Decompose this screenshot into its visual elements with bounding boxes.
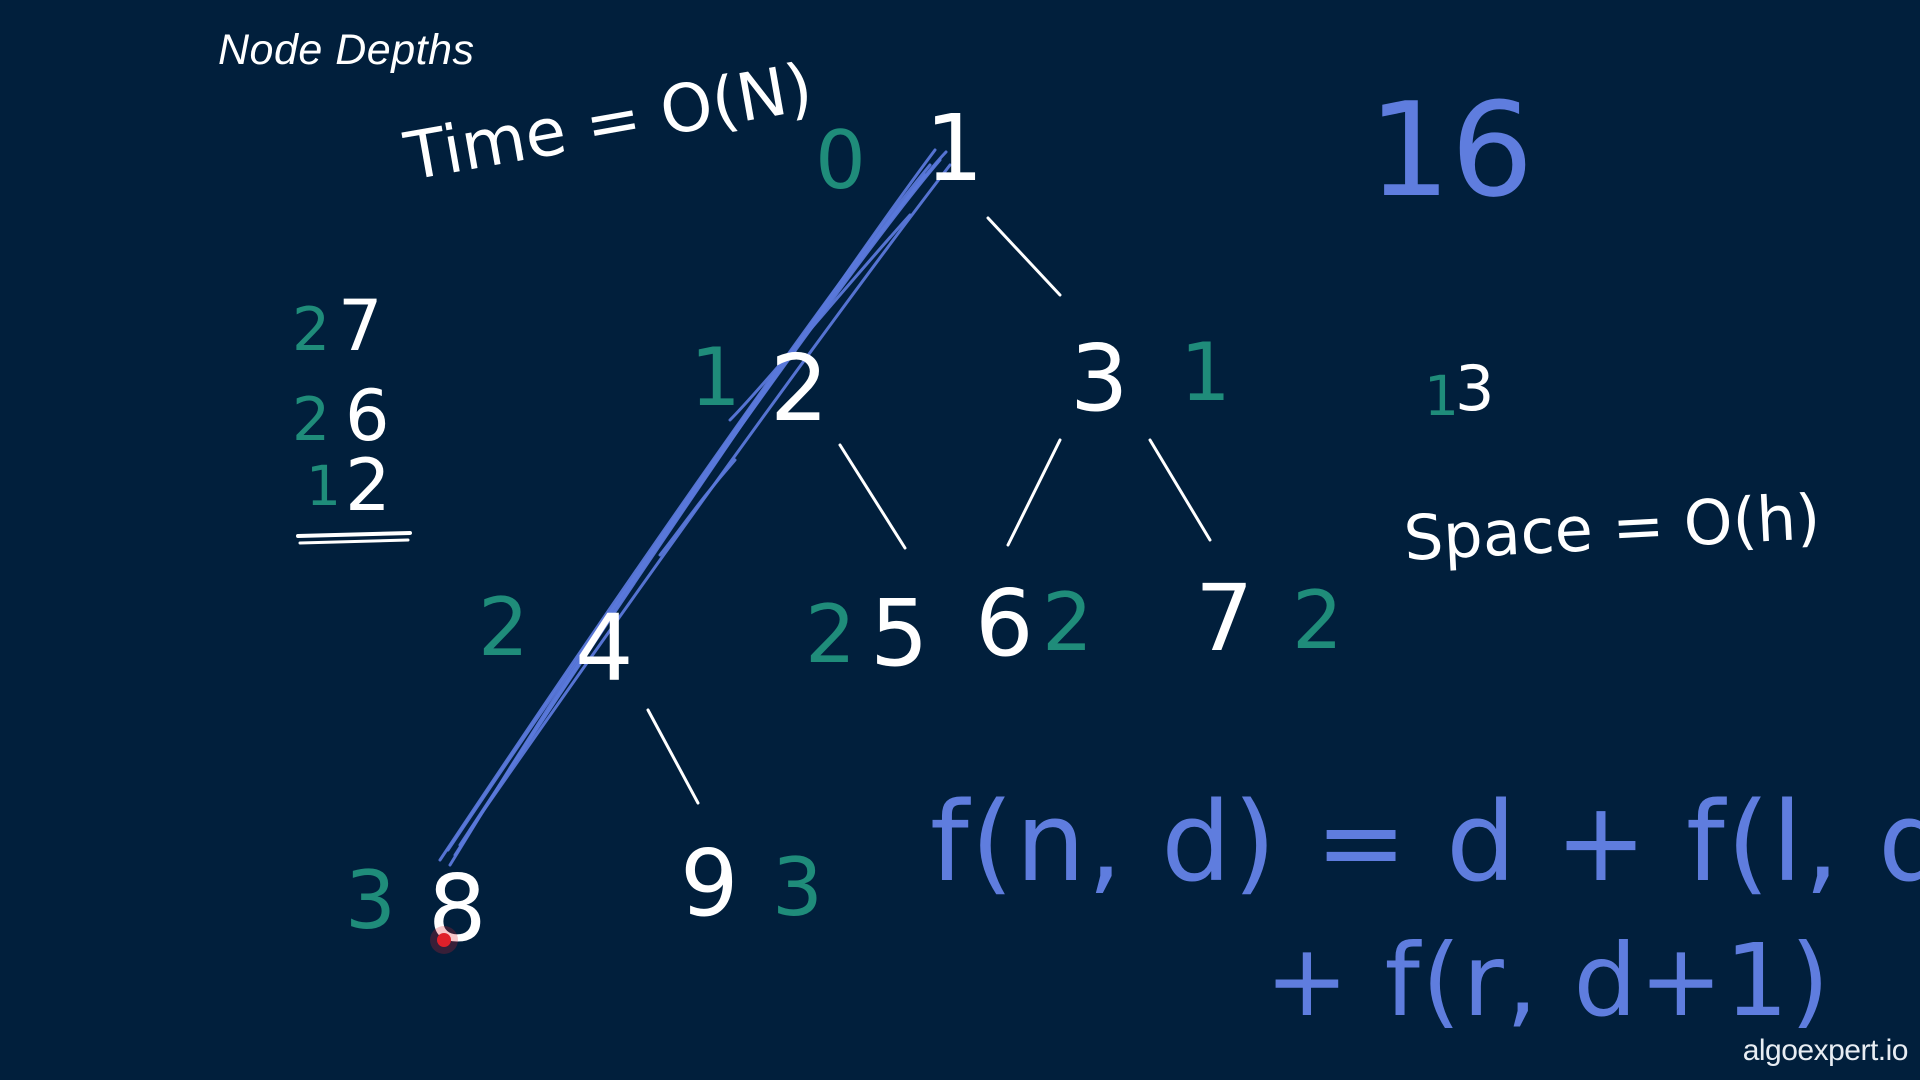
depth-label-node-3: 1 [1180, 326, 1231, 419]
depth-label-node-7: 2 [1292, 574, 1343, 667]
stack-depth-3: 1 [306, 454, 341, 518]
tree-nodes: 1 2 3 4 5 6 7 8 9 [428, 95, 1254, 962]
depth-label-node-1: 0 [815, 114, 866, 207]
node-2: 2 [770, 335, 829, 442]
depth-label-node-8: 3 [345, 854, 396, 947]
edge-2-5 [838, 443, 907, 550]
stack-depth-1: 2 [292, 295, 330, 365]
node-5: 5 [870, 580, 929, 687]
formula-line-1: f(n, d) = d + f(l, d+1) [930, 778, 1920, 906]
tree-edges [646, 216, 1212, 805]
depth-label-node-9: 3 [772, 841, 823, 934]
node-4: 4 [575, 595, 634, 702]
node-7: 7 [1195, 565, 1254, 672]
depth-label-node-4: 2 [478, 581, 529, 674]
traversal-highlight [438, 148, 952, 867]
node-3: 3 [1070, 325, 1129, 432]
edge-3-6 [1006, 438, 1062, 547]
node-9: 9 [680, 830, 739, 937]
depth-label-node-2: 1 [690, 331, 741, 424]
watermark: algoexpert.io [1742, 1034, 1909, 1067]
stack-depth-2: 2 [292, 385, 330, 455]
edge-1-3 [986, 216, 1062, 297]
space-complexity: Space = O(h) [1402, 480, 1822, 575]
running-total: 16 [1368, 74, 1533, 226]
pointer-dot [437, 933, 451, 947]
stack-underline-2 [298, 538, 410, 545]
edge-3-7 [1148, 438, 1212, 542]
time-complexity: Time = O(N) [398, 48, 818, 195]
stack-value-3: 2 [345, 443, 391, 527]
node-8: 8 [428, 855, 487, 962]
depth-label-node-5: 2 [805, 588, 856, 681]
depth-labels: 0 1 1 2 2 2 2 3 3 [345, 114, 1343, 947]
title: Node Depths [218, 26, 475, 74]
stack-value-1: 7 [338, 285, 383, 367]
side-depth: 1 [1424, 364, 1459, 428]
node-1: 1 [925, 95, 984, 202]
stack-value-2: 6 [345, 375, 390, 457]
edge-4-9 [646, 708, 700, 805]
side-value: 3 [1455, 352, 1494, 425]
formula-line-2: + f(r, d+1) [1265, 922, 1831, 1039]
stack-underline-1 [296, 531, 412, 538]
stack: 2 7 2 6 1 2 [292, 285, 412, 545]
depth-label-node-6: 2 [1042, 576, 1093, 669]
pointer-glow [430, 926, 458, 954]
node-6: 6 [975, 570, 1034, 677]
